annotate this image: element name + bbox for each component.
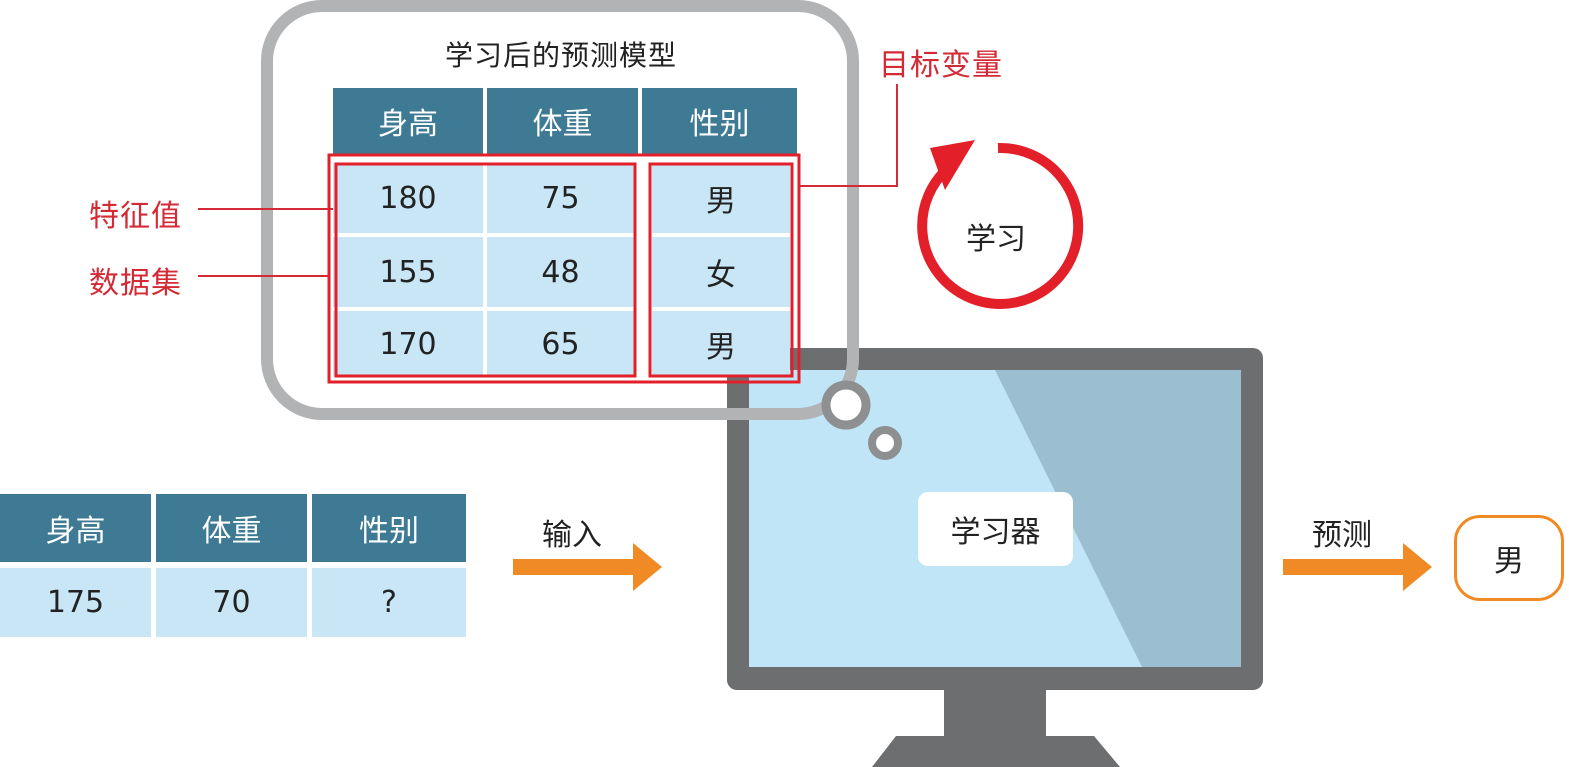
feature-highlight-box [334, 162, 637, 378]
model-title: 学习后的预测模型 [444, 39, 677, 72]
model-header-height: 身高 [333, 88, 483, 154]
predict-arrow-label: 预测 [1312, 518, 1372, 553]
thought-bubble-small [868, 426, 902, 460]
target-connector-line [798, 84, 898, 187]
input-header-weight: 体重 [156, 494, 307, 562]
model-cell: 男 [652, 163, 790, 233]
model-cell: 155 [333, 237, 483, 307]
model-cell: 女 [652, 237, 790, 307]
input-cell: 70 [156, 568, 307, 637]
input-cell: 175 [0, 568, 151, 637]
dataset-label: 数据集 [89, 266, 182, 301]
thought-bubble-large [821, 380, 871, 430]
input-arrow-shaft [513, 559, 633, 575]
input-header-height: 身高 [0, 494, 151, 562]
model-cell: 75 [487, 163, 634, 233]
learn-label: 学习 [966, 222, 1026, 257]
learner-box: 学习器 [918, 492, 1073, 566]
model-header-gender: 性别 [642, 88, 797, 154]
model-cell: 170 [333, 311, 483, 377]
learn-cycle-ring [917, 142, 1084, 309]
model-cell: 48 [487, 237, 634, 307]
predict-arrow-head [1403, 543, 1432, 591]
monitor-neck [944, 688, 1046, 738]
feature-values-label: 特征值 [89, 199, 182, 234]
predict-arrow-shaft [1283, 559, 1403, 575]
input-arrow-label: 输入 [542, 518, 602, 553]
input-cell: ? [312, 568, 466, 637]
input-header-gender: 性别 [312, 494, 466, 562]
dataset-highlight-box [327, 153, 801, 384]
prediction-result-box: 男 [1454, 515, 1564, 601]
learn-cycle-arrowhead [930, 140, 975, 190]
model-cell: 65 [487, 311, 634, 377]
model-header-weight: 体重 [487, 88, 638, 154]
target-highlight-box [648, 162, 794, 378]
screen-glare [995, 370, 1241, 667]
target-variable-label: 目标变量 [879, 48, 1003, 83]
model-cell: 180 [333, 163, 483, 233]
input-arrow-head [633, 543, 662, 591]
monitor-base [872, 736, 1120, 767]
model-cell: 男 [652, 311, 790, 377]
